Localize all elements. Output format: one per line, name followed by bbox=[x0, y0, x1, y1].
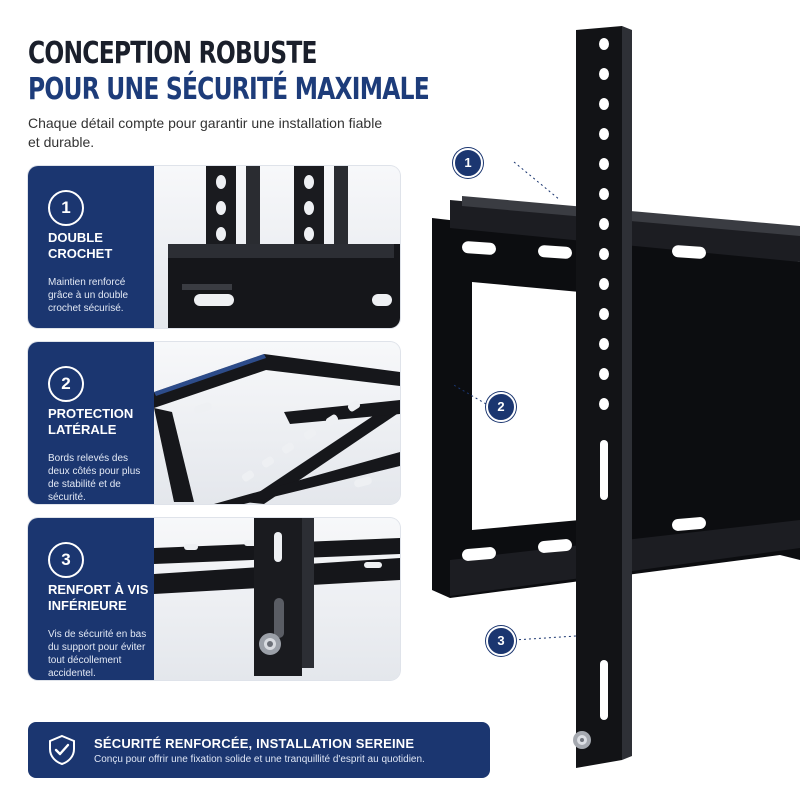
callout-marker-2: 2 bbox=[486, 392, 516, 422]
feature-card-side-protection: 2 PROTECTION LATÉRALE Bords relevés des … bbox=[28, 342, 400, 504]
feature-card-sidebar: 2 PROTECTION LATÉRALE Bords relevés des … bbox=[28, 342, 154, 504]
shield-check-icon bbox=[46, 734, 78, 766]
security-banner: SÉCURITÉ RENFORCÉE, INSTALLATION SEREINE… bbox=[28, 722, 490, 778]
callout-marker-3: 3 bbox=[486, 626, 516, 656]
feature-number-badge: 1 bbox=[48, 190, 84, 226]
banner-description: Conçu pour offrir une fixation solide et… bbox=[94, 754, 425, 765]
feature-title: PROTECTION LATÉRALE bbox=[48, 406, 134, 437]
feature-title: RENFORT À VIS INFÉRIEURE bbox=[48, 582, 149, 613]
page-title: CONCEPTION ROBUSTE POUR UNE SÉCURITÉ MAX… bbox=[28, 36, 430, 108]
feature-number-badge: 2 bbox=[48, 366, 84, 402]
feature-title: DOUBLE CROCHET bbox=[48, 230, 113, 261]
feature-card-sidebar: 1 DOUBLE CROCHET Maintien renforcé grâce… bbox=[28, 166, 154, 328]
feature-card-sidebar: 3 RENFORT À VIS INFÉRIEURE Vis de sécuri… bbox=[28, 518, 154, 680]
feature-description: Bords relevés des deux côtés pour plus d… bbox=[48, 453, 141, 503]
side-protection-photo bbox=[154, 342, 400, 504]
feature-number-badge: 3 bbox=[48, 542, 84, 578]
banner-title: SÉCURITÉ RENFORCÉE, INSTALLATION SEREINE bbox=[94, 736, 415, 751]
feature-description: Maintien renforcé grâce à un double croc… bbox=[48, 277, 129, 314]
feature-card-bottom-screw: 3 RENFORT À VIS INFÉRIEURE Vis de sécuri… bbox=[28, 518, 400, 680]
title-line-1: CONCEPTION ROBUSTE bbox=[28, 36, 318, 71]
double-hook-photo bbox=[154, 166, 400, 328]
callout-marker-1: 1 bbox=[453, 148, 483, 178]
bottom-screw-photo bbox=[154, 518, 400, 680]
feature-card-double-hook: 1 DOUBLE CROCHET Maintien renforcé grâce… bbox=[28, 166, 400, 328]
title-line-2: POUR UNE SÉCURITÉ MAXIMALE bbox=[28, 72, 430, 107]
wall-mount-illustration bbox=[410, 0, 800, 800]
subtitle: Chaque détail compte pour garantir une i… bbox=[28, 115, 383, 150]
feature-description: Vis de sécurité en bas du support pour é… bbox=[48, 629, 147, 679]
